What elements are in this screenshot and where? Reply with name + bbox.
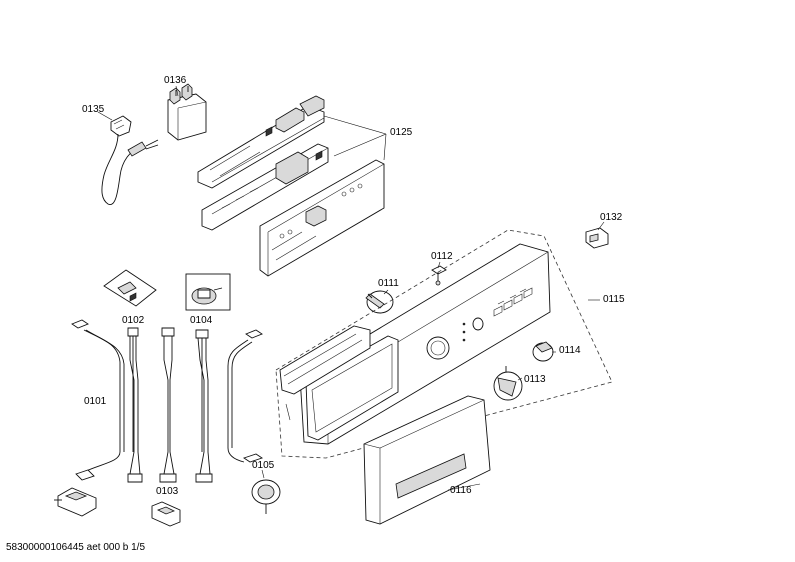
cap-part-0112	[431, 265, 447, 286]
control-panel-fascia-part-0115	[275, 229, 613, 459]
part-label-0125: 0125	[390, 127, 413, 138]
part-label-0104: 0104	[190, 315, 213, 326]
part-label-0105: 0105	[252, 460, 275, 471]
part-label-0135: 0135	[82, 104, 105, 115]
part-label-0132: 0132	[600, 212, 623, 223]
connector-part-0101-bottom	[54, 487, 97, 517]
wire-harness-part-0103	[159, 327, 177, 483]
knob-part-0114	[532, 341, 554, 362]
control-module-board-part-0125	[201, 143, 329, 231]
part-label-0112: 0112	[431, 251, 453, 262]
drawer-handle-part-0116	[363, 395, 491, 525]
part-label-0136: 0136	[164, 75, 187, 86]
program-knob-part-0113	[493, 366, 523, 401]
pressure-switch-part-0105	[251, 479, 281, 514]
control-module-bracket-part-0125	[197, 95, 325, 189]
pressure-switch-part-0104	[185, 273, 231, 311]
part-label-0103: 0103	[156, 486, 179, 497]
part-label-0115: 0115	[603, 294, 625, 305]
wire-harness-part-0102	[127, 327, 143, 483]
wire-harness-part-0104	[195, 329, 213, 483]
connector-part-0103-bottom	[151, 501, 181, 527]
part-label-0113: 0113	[524, 374, 546, 385]
part-label-0101: 0101	[84, 396, 107, 407]
module-part-0102	[103, 269, 157, 307]
document-id-footer: 58300000106445 aet 000 b 1/5	[6, 542, 146, 553]
selector-knob-part-0111	[365, 290, 394, 314]
wire-harness-part-0101	[71, 319, 125, 481]
control-module-panel-part-0125	[259, 159, 385, 277]
wire-harness-part-0105	[227, 329, 264, 463]
part-label-0114: 0114	[559, 345, 581, 356]
switch-part-0132	[585, 227, 609, 249]
power-cord-part-0135	[101, 115, 159, 205]
part-label-0116: 0116	[450, 485, 472, 496]
interference-filter-part-0136	[167, 83, 207, 141]
part-label-0111: 0111	[378, 278, 399, 289]
part-label-0102: 0102	[122, 315, 145, 326]
